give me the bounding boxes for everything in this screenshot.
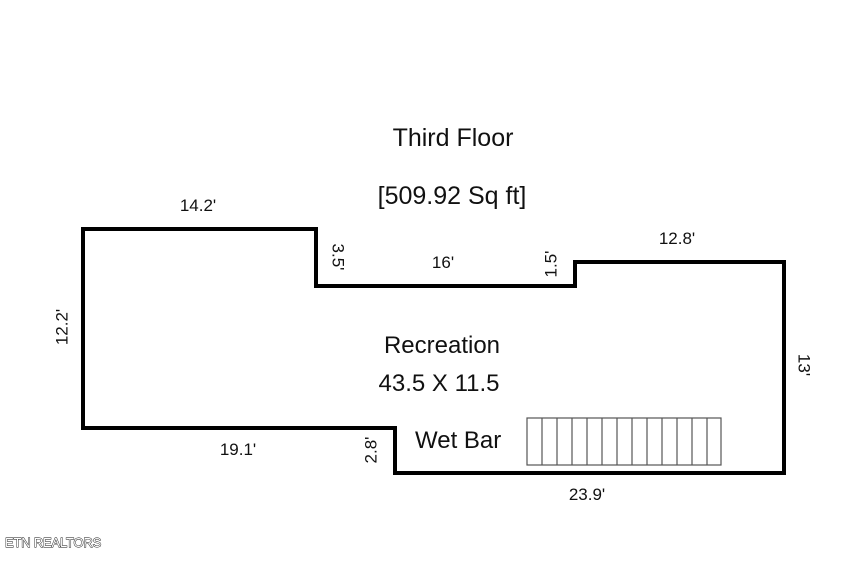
- dimension-bottom-right: 23.9': [568, 485, 606, 504]
- dimension-right: 13': [794, 353, 814, 377]
- brand-text: ETN REALTORS: [5, 535, 102, 549]
- dimension-top-right: 12.8': [658, 229, 696, 248]
- floor-title: Third Floor: [392, 124, 514, 152]
- brand-wordmark: ETN REALTORS: [5, 535, 102, 549]
- dimension-bottom-left: 19.1': [219, 440, 257, 459]
- stairs-outline: [526, 417, 722, 466]
- room-name: Recreation: [383, 332, 501, 359]
- dimension-top-left: 14.2': [179, 196, 217, 215]
- wet-bar-label: Wet Bar: [415, 427, 502, 454]
- room-outline: [81, 227, 786, 475]
- dimension-left: 12.2': [52, 308, 72, 346]
- dimension-top-mid: 16': [431, 253, 455, 272]
- floor-area: [509.92 Sq ft]: [377, 182, 527, 210]
- dimension-step-right: 1.5': [541, 250, 561, 278]
- room-dimensions: 43.5 X 11.5: [378, 370, 500, 397]
- dimension-bottom-step: 2.8': [361, 436, 381, 464]
- dimension-step-left: 3.5': [328, 243, 348, 271]
- stairs: [526, 417, 722, 466]
